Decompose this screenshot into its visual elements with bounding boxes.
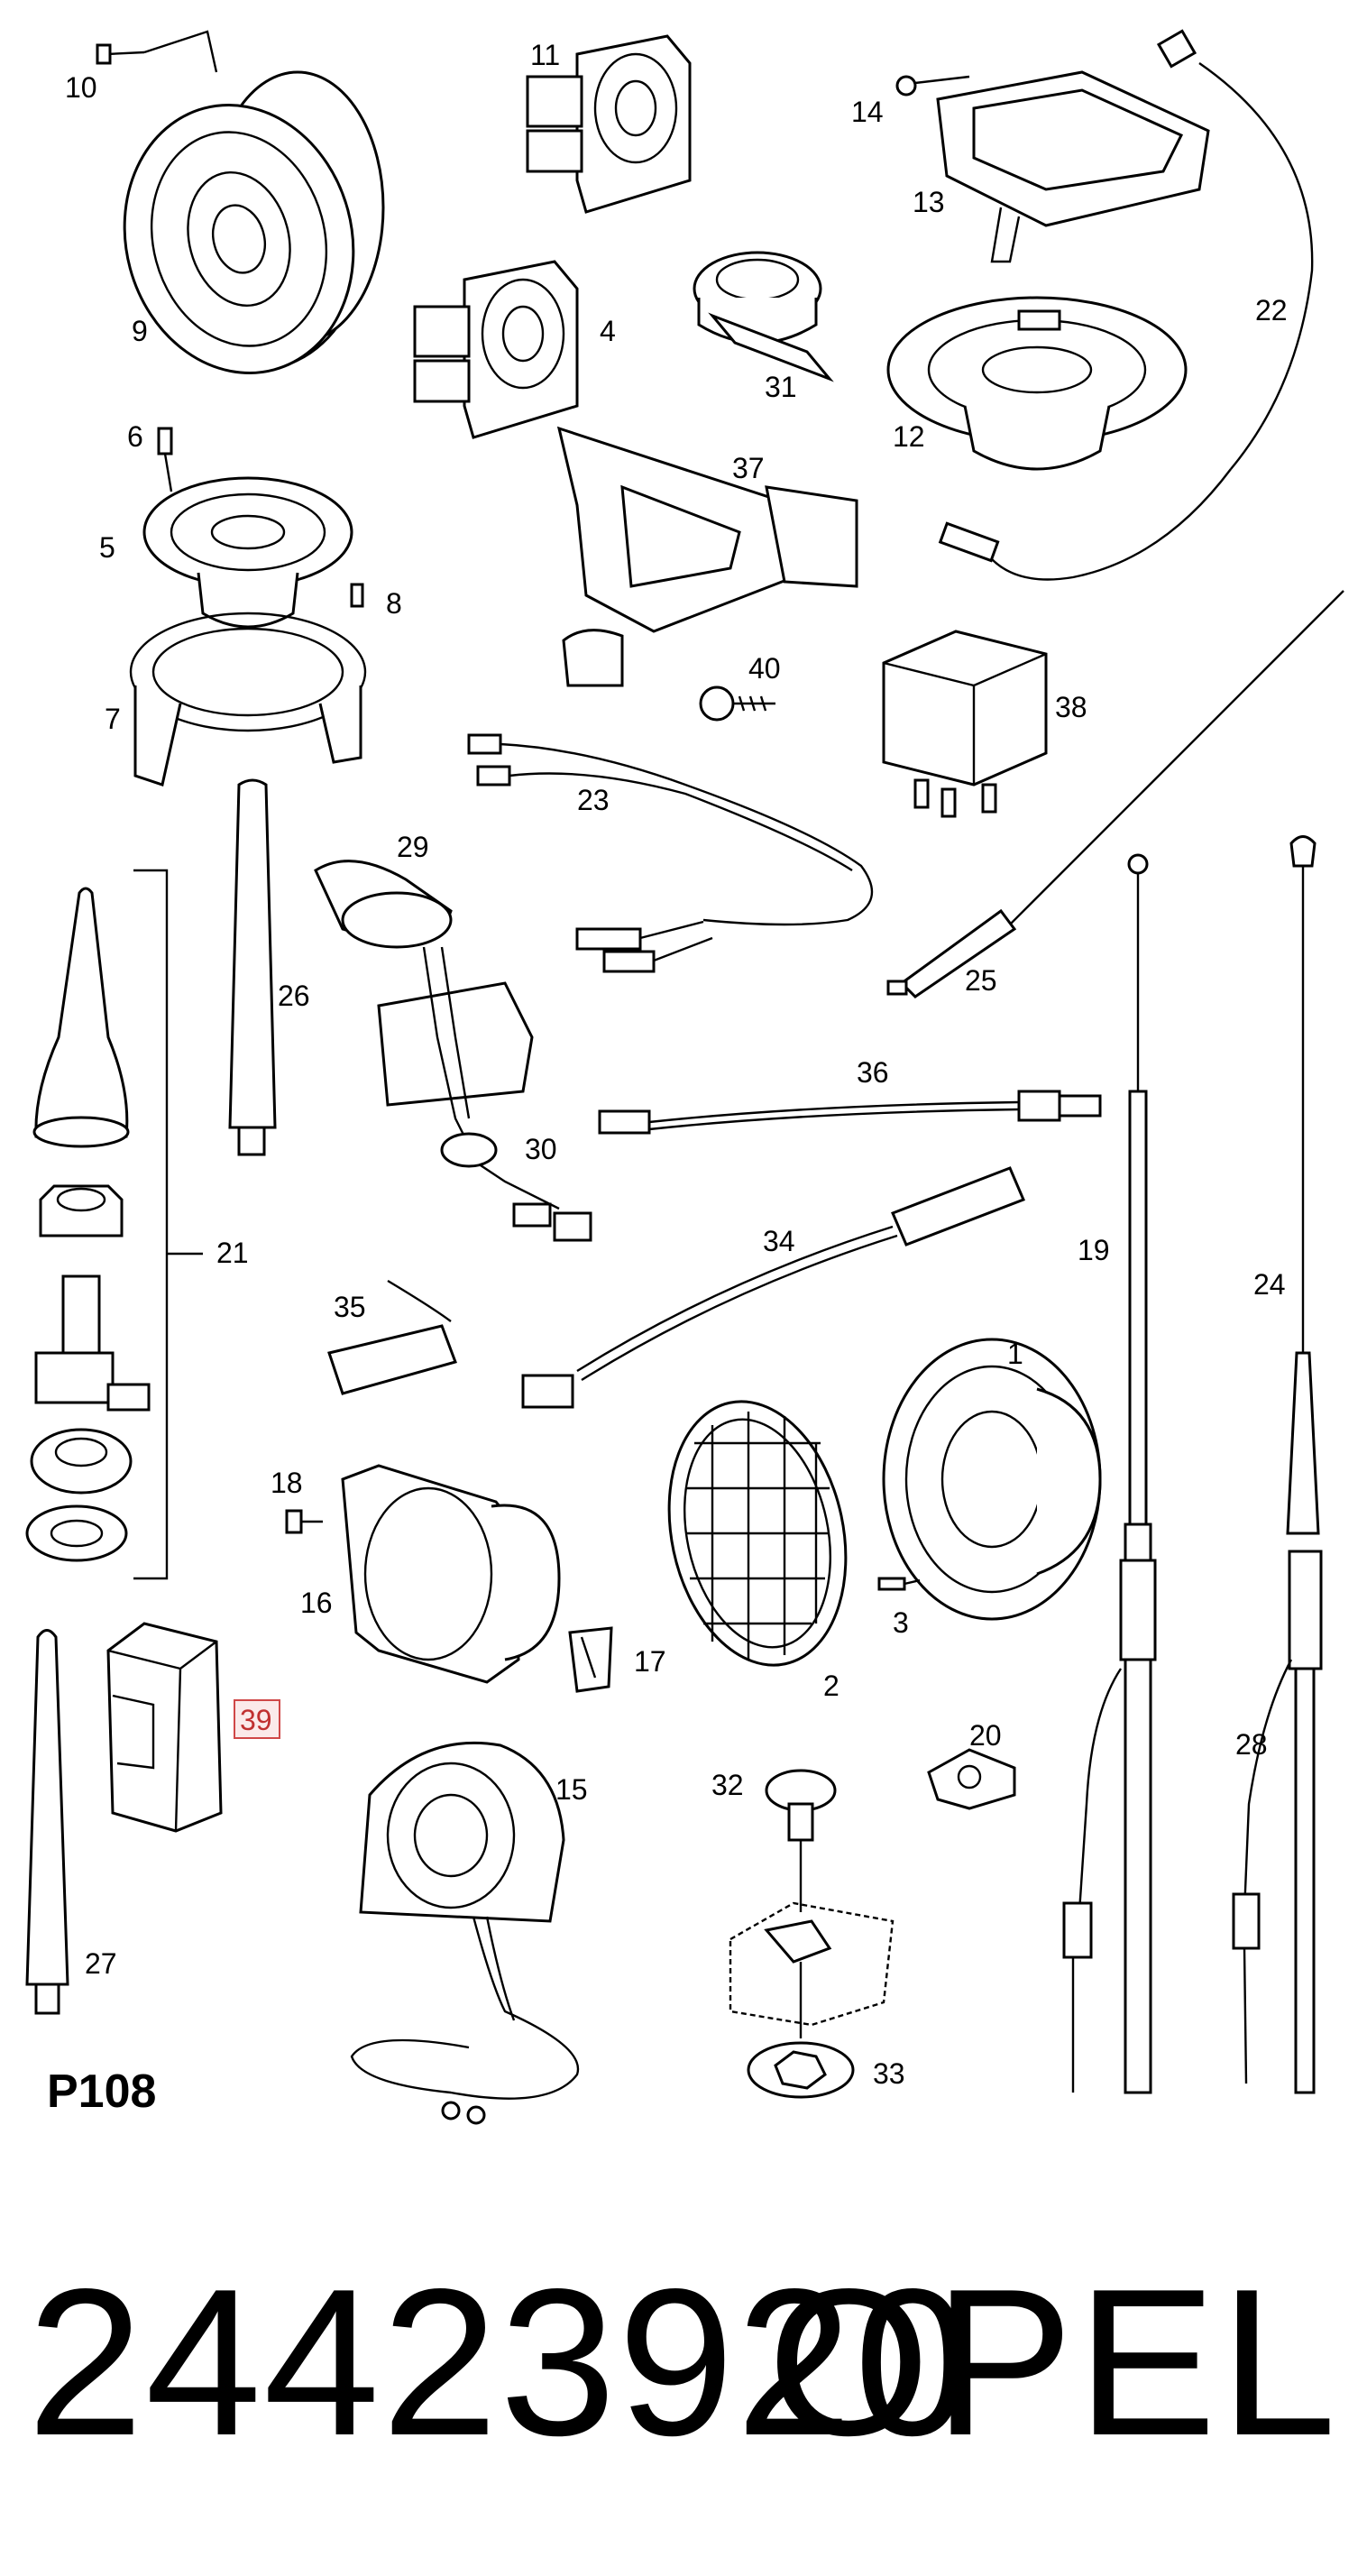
callout-13: 13	[913, 186, 945, 218]
part-14-screw	[895, 75, 970, 97]
callout-23: 23	[577, 784, 610, 816]
part-8-screw	[350, 583, 364, 608]
part-3-screw	[877, 1577, 921, 1591]
part-19-telescopic-antenna	[1062, 853, 1157, 2094]
part-2-grille	[667, 1400, 848, 1667]
callout-21: 21	[216, 1237, 249, 1269]
part-39-module	[106, 1622, 223, 1833]
sheet-code: P108	[47, 2065, 156, 2118]
callout-2: 2	[823, 1670, 839, 1702]
part-5-speaker	[142, 476, 353, 629]
callout-1: 1	[1007, 1338, 1023, 1370]
callout-15: 15	[555, 1773, 588, 1806]
callout-35: 35	[334, 1291, 366, 1323]
part-24-antenna	[1286, 835, 1320, 1535]
brand-name: OPEL	[767, 2246, 1340, 2479]
callout-28: 28	[1235, 1728, 1268, 1761]
callout-36: 36	[857, 1056, 889, 1089]
part-34-adapter	[521, 1166, 1025, 1409]
callout-19: 19	[1078, 1234, 1110, 1266]
part-33-nut	[729, 1901, 895, 2099]
callout-5: 5	[99, 531, 115, 564]
part-1-speaker	[882, 1338, 1102, 1621]
callout-26: 26	[278, 980, 310, 1012]
part-15-speaker	[350, 1741, 580, 2125]
callout-40: 40	[748, 652, 781, 685]
callout-24: 24	[1253, 1268, 1286, 1301]
callout-9: 9	[132, 315, 148, 347]
callout-34: 34	[763, 1225, 795, 1257]
callout-29: 29	[397, 831, 429, 863]
part-40-clip	[699, 685, 775, 722]
part-4-tweeter	[413, 260, 579, 439]
callout-7: 7	[105, 703, 121, 735]
part-35-pad	[327, 1279, 457, 1395]
part-29-antenna-base	[314, 860, 453, 949]
callout-18: 18	[271, 1467, 303, 1499]
callout-37: 37	[732, 452, 765, 484]
part-12-speaker	[886, 296, 1188, 471]
part-10-screw	[96, 30, 218, 73]
callout-17: 17	[634, 1645, 666, 1678]
part-25-antenna	[886, 590, 1344, 998]
part-38-relay	[882, 630, 1048, 818]
part-7-bracket	[129, 612, 367, 787]
part-20-clip	[927, 1748, 1016, 1810]
callout-39: 39	[240, 1704, 272, 1736]
callout-10: 10	[65, 71, 97, 104]
part-17-clip	[568, 1626, 613, 1693]
callout-14: 14	[851, 96, 884, 128]
part-16-speaker	[341, 1464, 561, 1684]
callout-11: 11	[530, 39, 560, 71]
callout-12: 12	[893, 420, 925, 453]
callout-38: 38	[1055, 691, 1087, 723]
part-22-cable	[938, 29, 1314, 581]
footer: 24423920 OPEL	[0, 2237, 1367, 2507]
part-18-screw	[285, 1509, 323, 1534]
part-36-cable	[598, 1090, 1102, 1135]
part-28-cable	[1232, 1550, 1323, 2094]
callout-16: 16	[300, 1587, 333, 1619]
callout-3: 3	[893, 1606, 909, 1639]
parts-diagram: 1 2 3 4 5 6 7 8 9 10 11 12 13 14 15 16 1…	[25, 29, 1344, 2125]
callout-31: 31	[765, 371, 797, 403]
part-26-mast	[228, 778, 277, 1156]
callout-6: 6	[127, 420, 143, 453]
part-11-tweeter	[526, 34, 692, 214]
callout-27: 27	[85, 1947, 117, 1980]
part-37-bracket	[556, 426, 858, 687]
highlight-box-39	[234, 1699, 280, 1739]
callout-32: 32	[711, 1769, 744, 1801]
part-9-speaker	[123, 70, 385, 374]
callout-22: 22	[1255, 294, 1288, 327]
part-31-tape	[693, 251, 834, 382]
callout-8: 8	[386, 587, 402, 620]
callout-33: 33	[873, 2057, 905, 2090]
part-21-antenna-assembly	[25, 869, 203, 1580]
part-6-screw	[157, 427, 173, 492]
part-13-frame	[936, 70, 1210, 263]
part-30-cable	[377, 946, 592, 1242]
part-27-mast	[25, 1629, 69, 2015]
callout-30: 30	[525, 1133, 557, 1165]
part-32-bolt	[765, 1769, 837, 1912]
part-number: 24423920	[27, 2246, 973, 2479]
callout-20: 20	[969, 1719, 1002, 1752]
part-23-harness	[467, 733, 874, 973]
callout-4: 4	[600, 315, 616, 347]
callout-25: 25	[965, 964, 997, 997]
